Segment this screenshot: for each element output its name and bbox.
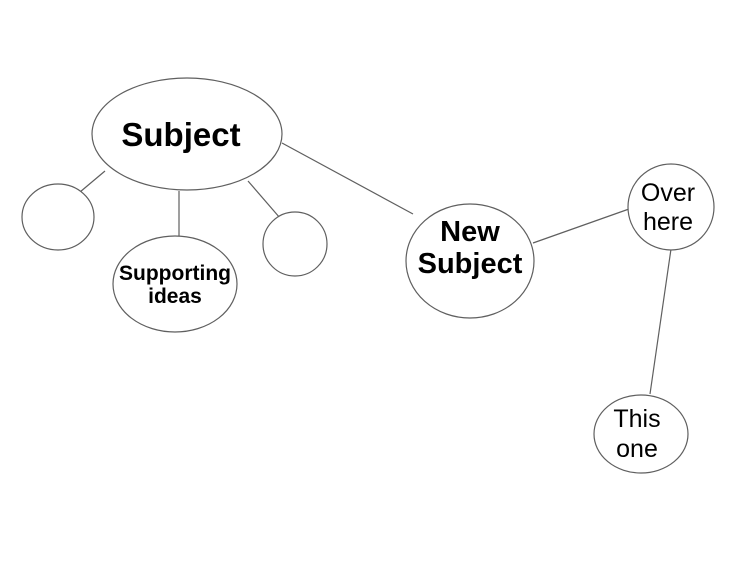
- node-empty-left[interactable]: [21, 183, 95, 251]
- supporting-ideas-label-line1: Supporting: [119, 262, 231, 285]
- this-one-label-line2: one: [616, 435, 658, 463]
- subject-label: Subject: [121, 116, 240, 153]
- node-empty-right[interactable]: [262, 211, 328, 277]
- empty-left-circle[interactable]: [21, 183, 95, 251]
- node-subject[interactable]: Subject: [91, 77, 283, 191]
- over-here-circle[interactable]: [627, 163, 715, 251]
- supporting-ideas-ellipse[interactable]: [112, 235, 238, 333]
- edge-over-here-this-one: [649, 248, 672, 395]
- over-here-label-line2: here: [643, 208, 693, 236]
- this-one-label-line1: This: [613, 405, 660, 433]
- node-this-one[interactable]: This one: [593, 394, 689, 474]
- edges: [79, 142, 672, 395]
- node-over-here[interactable]: Over here: [627, 163, 715, 251]
- edge-subject-empty-left: [79, 170, 106, 193]
- new-subject-label-line2: Subject: [418, 248, 523, 280]
- edge-new-subject-over-here: [532, 208, 630, 244]
- over-here-label-line1: Over: [641, 179, 695, 207]
- new-subject-circle[interactable]: [405, 203, 535, 319]
- node-new-subject[interactable]: New Subject: [405, 203, 535, 319]
- empty-right-circle[interactable]: [262, 211, 328, 277]
- new-subject-label-line1: New: [440, 216, 500, 248]
- subject-ellipse[interactable]: [91, 77, 283, 191]
- edge-subject-empty-right: [247, 180, 281, 219]
- supporting-ideas-label-line2: ideas: [148, 285, 202, 308]
- edge-subject-new-subject: [281, 142, 414, 215]
- this-one-circle[interactable]: [593, 394, 689, 474]
- node-supporting-ideas[interactable]: Supporting ideas: [112, 235, 238, 333]
